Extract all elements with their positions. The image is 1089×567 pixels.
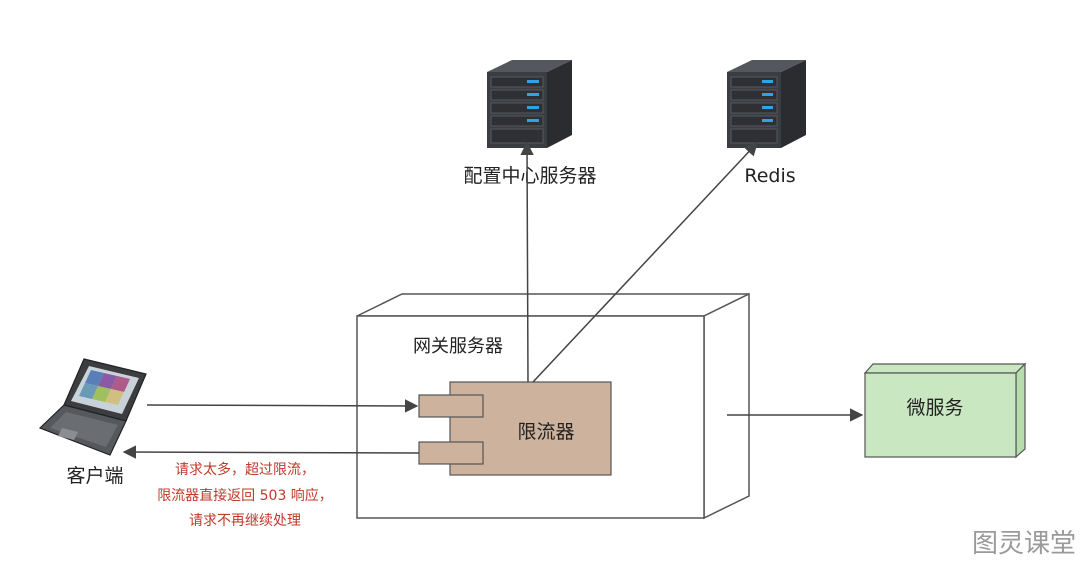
config-server-label: 配置中心服务器 — [463, 165, 596, 187]
microservice-label: 微服务 — [906, 397, 963, 419]
gateway-label: 网关服务器 — [413, 336, 503, 357]
limiter-label: 限流器 — [517, 421, 574, 443]
limiter-to-redis-arrow — [532, 142, 758, 383]
limiter-to-config-arrow — [520, 141, 534, 383]
client-to-limiter-arrow — [146, 399, 419, 413]
client-label: 客户端 — [66, 465, 123, 487]
laptop-icon — [38, 358, 147, 456]
redis-label: Redis — [744, 165, 795, 187]
rate-limit-note: 请求太多，超过限流， 限流器直接返回 503 响应， 请求不再继续处理 — [157, 461, 333, 529]
config-server-icon — [487, 60, 572, 148]
limiter-port-in — [418, 394, 484, 418]
limiter-component — [418, 381, 612, 476]
note-line-1: 请求太多，超过限流， — [175, 461, 315, 478]
watermark: 图灵课堂 — [972, 529, 1076, 559]
microservice-box — [863, 362, 1027, 459]
limiter-port-out — [418, 441, 484, 465]
note-line-2: 限流器直接返回 503 响应， — [157, 487, 333, 504]
redis-server-icon — [727, 60, 806, 148]
note-line-3: 请求不再继续处理 — [189, 512, 301, 529]
limiter-to-client-arrow — [122, 445, 420, 459]
